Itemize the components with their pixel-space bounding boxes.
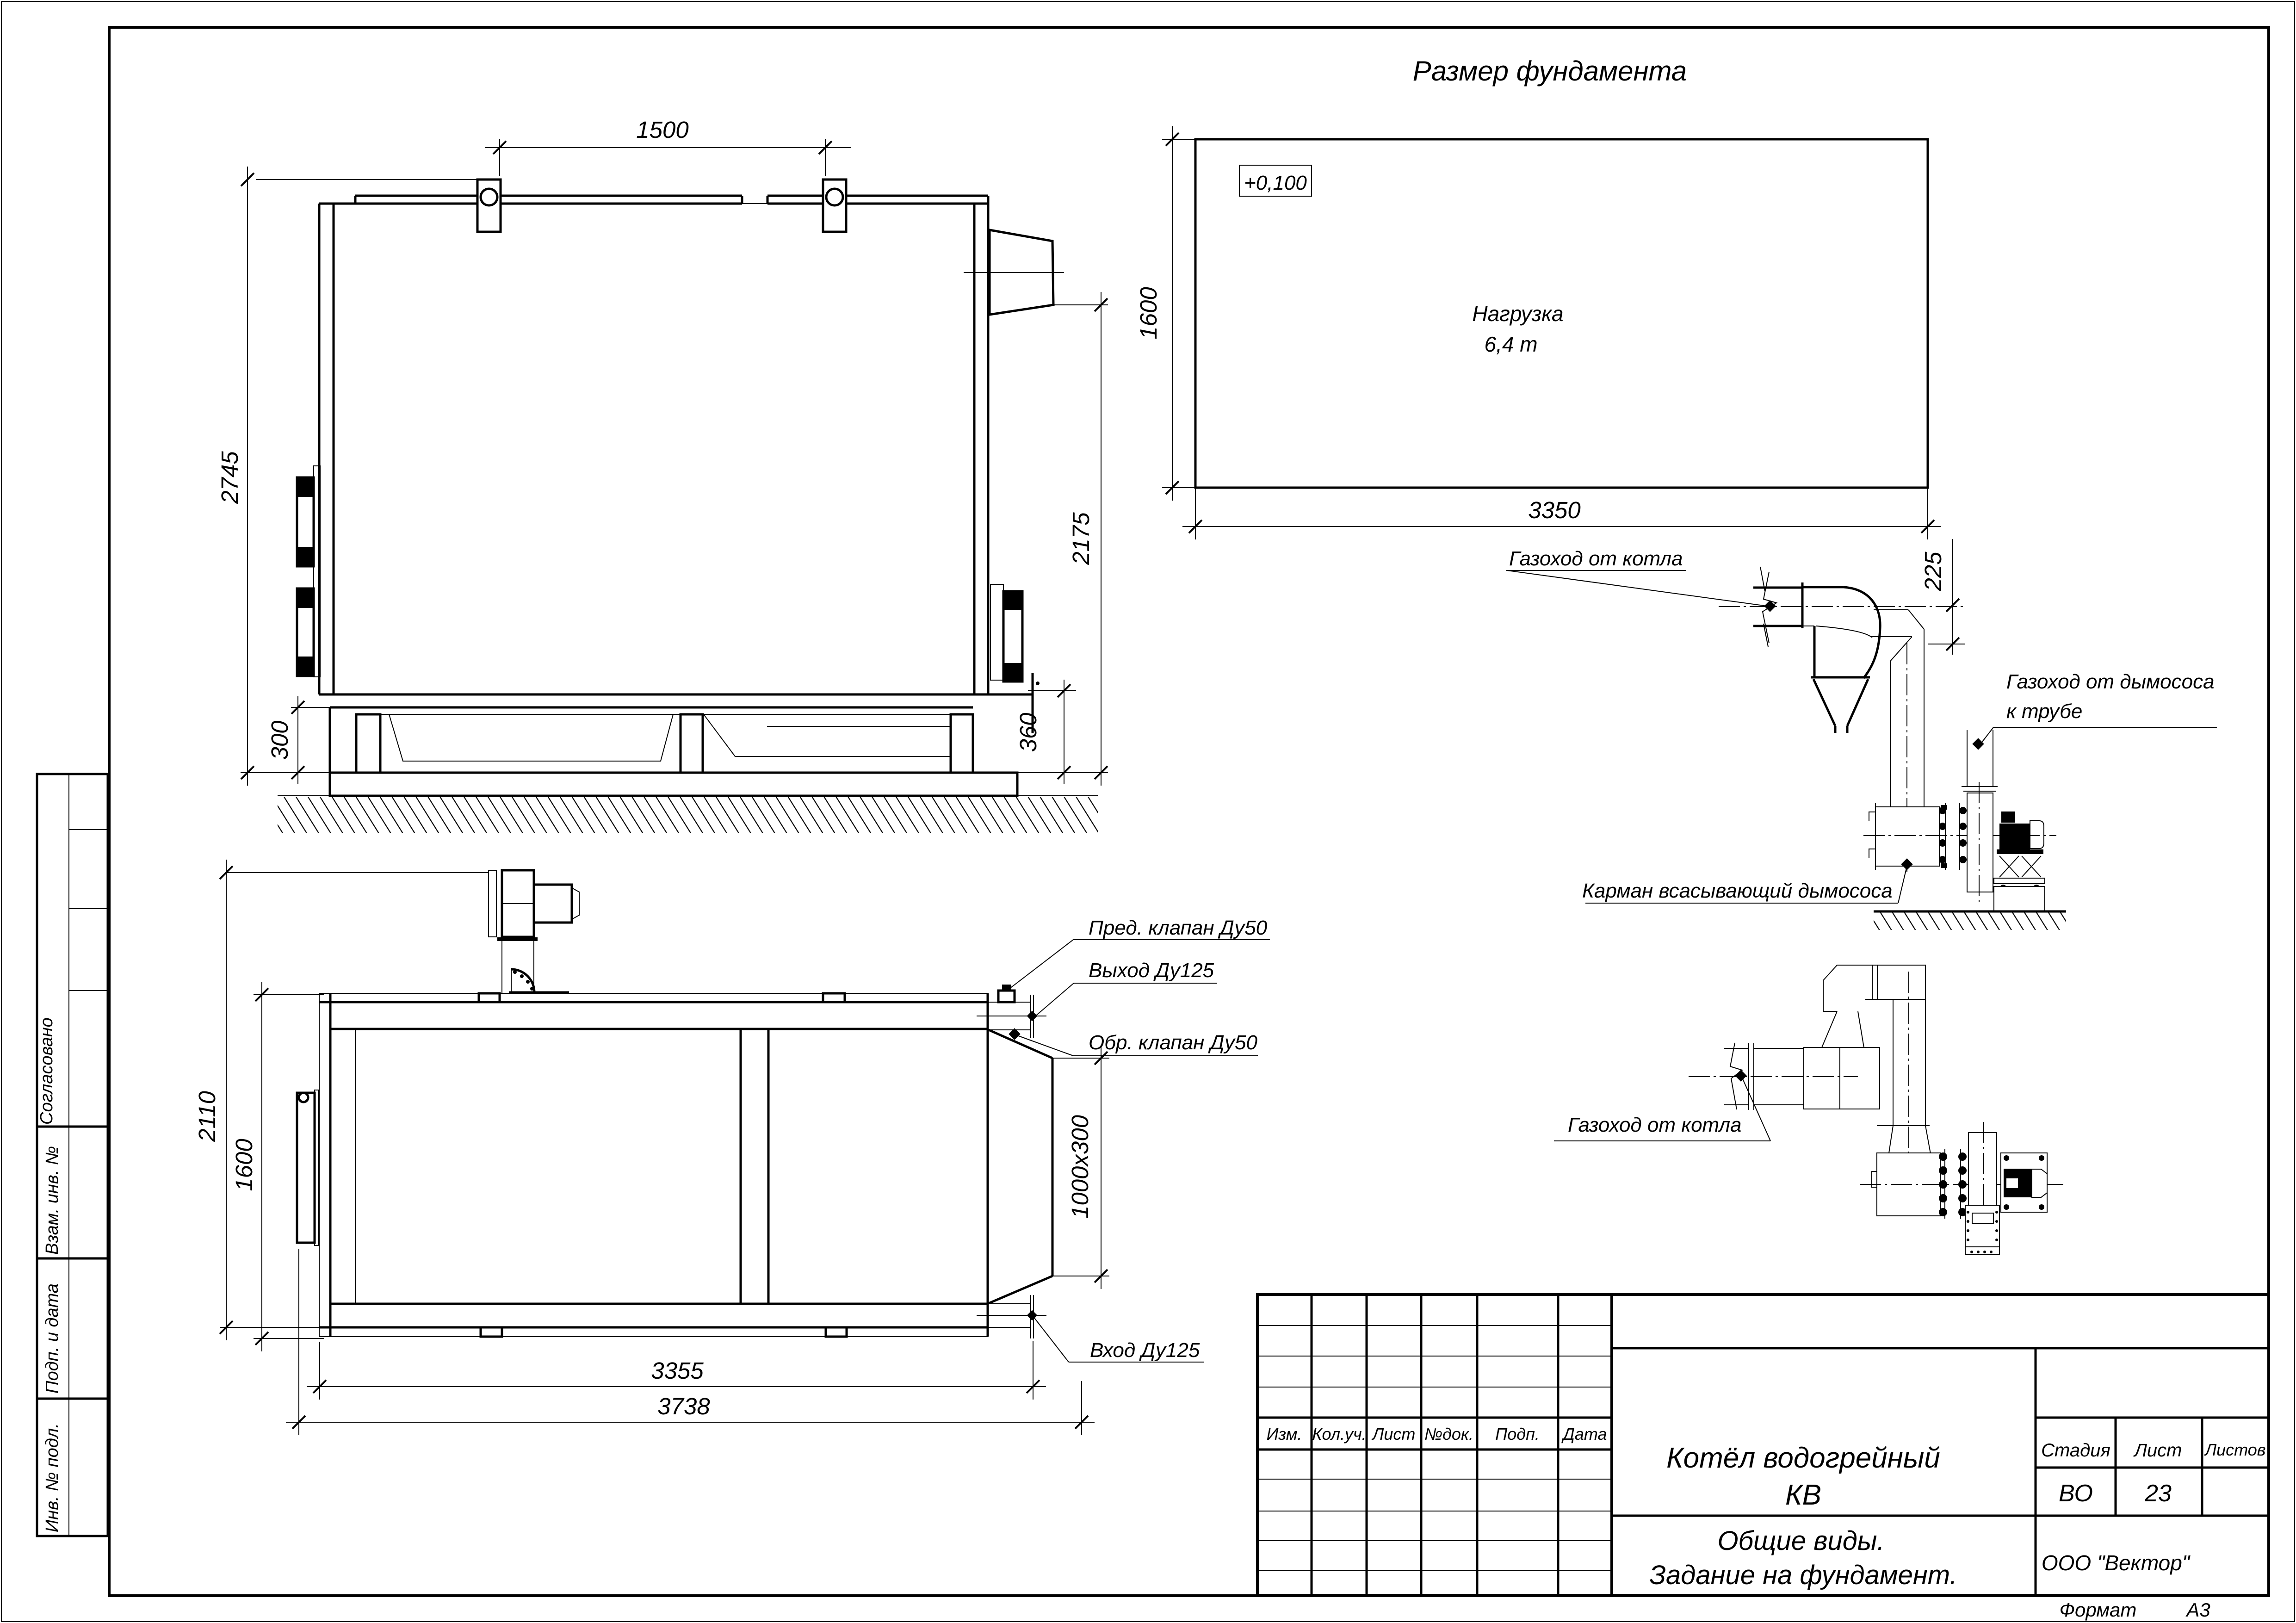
svg-text:Кол.уч.: Кол.уч.: [1312, 1425, 1366, 1443]
svg-text:1500: 1500: [636, 117, 688, 143]
svg-text:Дата: Дата: [1561, 1425, 1607, 1443]
svg-text:6,4 т: 6,4 т: [1484, 332, 1537, 356]
svg-text:Газоход от дымососа: Газоход от дымососа: [2006, 670, 2215, 693]
svg-text:Подп. и дата: Подп. и дата: [43, 1283, 62, 1394]
svg-text:Выход Ду125: Выход Ду125: [1089, 959, 1214, 982]
svg-text:Задание на фундамент.: Задание на фундамент.: [1649, 1560, 1957, 1590]
svg-text:Размер фундамента: Размер фундамента: [1413, 56, 1687, 87]
svg-text:23: 23: [2144, 1480, 2172, 1507]
svg-text:Обр. клапан Ду50: Обр. клапан Ду50: [1089, 1031, 1258, 1054]
svg-text:КВ: КВ: [1785, 1479, 1821, 1511]
svg-text:ВО: ВО: [2059, 1480, 2093, 1507]
svg-text:Листов: Листов: [2204, 1440, 2265, 1459]
svg-text:Лист: Лист: [2133, 1440, 2182, 1461]
svg-text:2175: 2175: [1068, 512, 1094, 565]
svg-text:Котёл водогрейный: Котёл водогрейный: [1666, 1442, 1940, 1474]
svg-text:Стадия: Стадия: [2041, 1440, 2110, 1461]
svg-text:Взам. инв. №: Взам. инв. №: [43, 1146, 62, 1255]
svg-text:Нагрузка: Нагрузка: [1472, 302, 1563, 326]
svg-text:3355: 3355: [651, 1357, 704, 1384]
svg-text:Пред. клапан Ду50: Пред. клапан Ду50: [1089, 917, 1268, 939]
svg-text:300: 300: [266, 720, 293, 760]
svg-text:2110: 2110: [194, 1091, 220, 1142]
svg-text:Лист: Лист: [1372, 1425, 1416, 1443]
svg-text:2745: 2745: [217, 451, 243, 504]
svg-text:1600: 1600: [231, 1139, 257, 1191]
svg-text:3350: 3350: [1528, 497, 1580, 523]
svg-text:Инв. № подл.: Инв. № подл.: [43, 1423, 62, 1532]
svg-text:Газоход от котла: Газоход от котла: [1568, 1114, 1742, 1136]
svg-text:3738: 3738: [657, 1393, 710, 1419]
svg-text:Карман всасывающий дымососа: Карман всасывающий дымососа: [1582, 880, 1893, 902]
svg-text:Вход Ду125: Вход Ду125: [1090, 1339, 1200, 1362]
svg-text:Газоход от котла: Газоход от котла: [1509, 547, 1683, 570]
svg-text:А3: А3: [2185, 1599, 2210, 1621]
svg-text:Подп.: Подп.: [1495, 1425, 1540, 1443]
svg-text:Изм.: Изм.: [1267, 1425, 1302, 1443]
svg-text:Согласовано: Согласовано: [37, 1017, 56, 1125]
svg-text:+0,100: +0,100: [1244, 172, 1307, 194]
svg-text:1000х300: 1000х300: [1067, 1115, 1093, 1219]
svg-text:360: 360: [1015, 712, 1041, 752]
svg-text:№док.: №док.: [1424, 1425, 1473, 1443]
svg-text:225: 225: [1920, 551, 1946, 592]
svg-text:к трубе: к трубе: [2006, 700, 2082, 723]
svg-text:ООО "Вектор": ООО "Вектор": [2042, 1551, 2191, 1575]
svg-text:Общие виды.: Общие виды.: [1717, 1526, 1884, 1556]
svg-text:1600: 1600: [1135, 287, 1162, 339]
svg-text:Формат: Формат: [2060, 1599, 2137, 1621]
